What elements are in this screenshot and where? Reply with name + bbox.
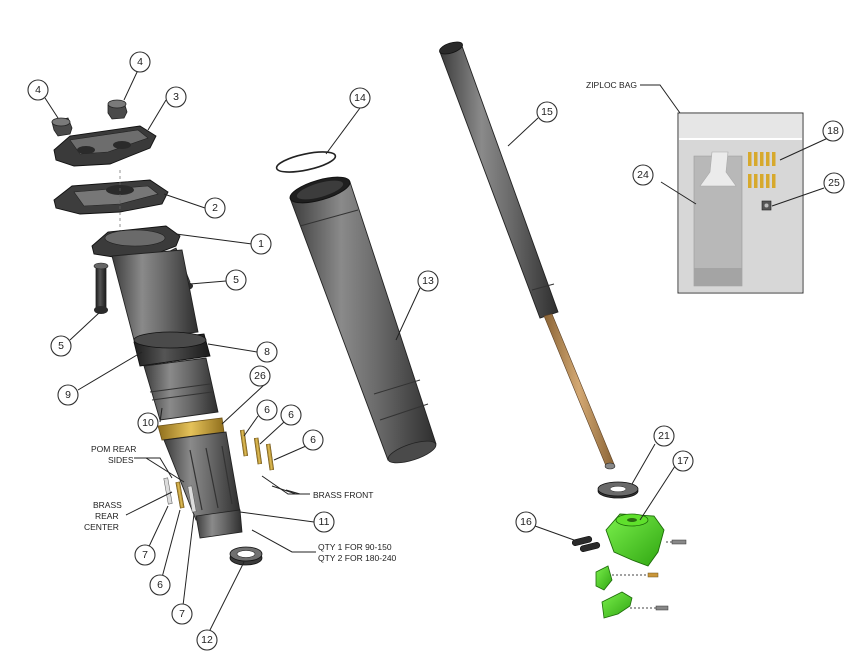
leader-lines bbox=[44, 69, 829, 637]
callout-1: 1 bbox=[250, 233, 272, 255]
part-10-lower-tube bbox=[143, 357, 219, 421]
svg-text:6: 6 bbox=[157, 579, 163, 591]
callout-10: 10 bbox=[137, 412, 159, 434]
note-ziploc-bag: ZIPLOC BAG bbox=[586, 80, 637, 90]
callout-6-d: 6 bbox=[149, 574, 171, 596]
part-4-left-bolt-cap bbox=[51, 117, 73, 137]
callout-21: 21 bbox=[653, 425, 675, 447]
part-16-pins bbox=[571, 536, 601, 552]
svg-text:12: 12 bbox=[201, 634, 213, 646]
callout-7-a: 7 bbox=[134, 544, 156, 566]
callout-26: 26 bbox=[249, 365, 271, 387]
part-8-collar bbox=[133, 331, 211, 367]
svg-text:26: 26 bbox=[254, 370, 266, 382]
part-5-left-bolt bbox=[93, 262, 109, 314]
note-brass-rear-center-1: BRASS bbox=[93, 500, 122, 510]
callout-5-left: 5 bbox=[50, 335, 72, 357]
callout-11: 11 bbox=[313, 511, 335, 533]
svg-text:6: 6 bbox=[310, 434, 316, 446]
callout-16: 16 bbox=[515, 511, 537, 533]
note-qty-2: QTY 2 FOR 180-240 bbox=[318, 553, 397, 563]
brass-front-keys bbox=[239, 429, 275, 471]
svg-text:7: 7 bbox=[179, 608, 185, 620]
svg-text:4: 4 bbox=[137, 56, 143, 68]
svg-text:5: 5 bbox=[58, 340, 64, 352]
note-qty-1: QTY 1 FOR 90-150 bbox=[318, 542, 392, 552]
callout-25: 25 bbox=[823, 172, 845, 194]
part-1-seatpost-head bbox=[91, 225, 181, 259]
callout-2: 2 bbox=[204, 197, 226, 219]
part-4-right-bolt-cap bbox=[107, 99, 128, 120]
part-3-upper-clamp bbox=[53, 125, 157, 167]
callout-5-right: 5 bbox=[225, 269, 247, 291]
upper-post-tube bbox=[111, 249, 199, 341]
svg-text:15: 15 bbox=[541, 106, 553, 118]
callout-12: 12 bbox=[196, 629, 218, 651]
callout-9: 9 bbox=[57, 384, 79, 406]
callout-7-b: 7 bbox=[171, 603, 193, 625]
rear-keys bbox=[163, 477, 197, 513]
callout-6-b: 6 bbox=[280, 404, 302, 426]
svg-text:9: 9 bbox=[65, 389, 71, 401]
part-14-o-ring bbox=[275, 151, 337, 173]
part-11-keyed-shaft bbox=[163, 431, 243, 539]
callout-3: 3 bbox=[165, 86, 187, 108]
callout-24: 24 bbox=[632, 164, 654, 186]
note-pom-rear-sides-1: POM REAR bbox=[91, 444, 136, 454]
green-lever-lower bbox=[601, 591, 633, 619]
part-15-cartridge bbox=[439, 41, 559, 319]
svg-text:2: 2 bbox=[212, 202, 218, 214]
svg-text:10: 10 bbox=[142, 417, 154, 429]
svg-text:3: 3 bbox=[173, 91, 179, 103]
note-brass-rear-center-3: CENTER bbox=[84, 522, 119, 532]
svg-text:16: 16 bbox=[520, 516, 532, 528]
green-lever-upper bbox=[595, 565, 613, 591]
svg-text:13: 13 bbox=[422, 275, 434, 287]
svg-text:6: 6 bbox=[288, 409, 294, 421]
part-2-lower-clamp bbox=[53, 179, 169, 215]
callout-4-right: 4 bbox=[129, 51, 151, 73]
part-25-set-screw bbox=[761, 200, 772, 211]
svg-text:6: 6 bbox=[264, 404, 270, 416]
svg-text:11: 11 bbox=[319, 516, 330, 528]
svg-text:5: 5 bbox=[233, 274, 239, 286]
cartridge-shaft bbox=[543, 313, 616, 470]
part-24-grease-packet bbox=[693, 151, 743, 287]
callout-17: 17 bbox=[672, 450, 694, 472]
callout-18: 18 bbox=[822, 120, 844, 142]
svg-text:18: 18 bbox=[827, 125, 839, 137]
note-pom-rear-sides-2: SIDES bbox=[108, 455, 134, 465]
svg-text:14: 14 bbox=[354, 92, 366, 104]
part-18-small-keys bbox=[748, 152, 776, 188]
svg-text:17: 17 bbox=[677, 455, 689, 467]
svg-text:4: 4 bbox=[35, 84, 41, 96]
part-13-outer-tube bbox=[289, 176, 437, 464]
callout-13: 13 bbox=[417, 270, 439, 292]
part-21-washer bbox=[597, 481, 639, 499]
callout-6-a: 6 bbox=[256, 399, 278, 421]
svg-text:8: 8 bbox=[264, 346, 270, 358]
note-brass-rear-center-2: REAR bbox=[95, 511, 119, 521]
part-12-end-ring bbox=[229, 546, 263, 566]
svg-text:21: 21 bbox=[658, 430, 670, 442]
ziploc-bag bbox=[677, 112, 804, 294]
svg-text:24: 24 bbox=[637, 169, 649, 181]
callout-15: 15 bbox=[536, 101, 558, 123]
svg-text:7: 7 bbox=[142, 549, 148, 561]
callout-14: 14 bbox=[349, 87, 371, 109]
callout-4-left: 4 bbox=[27, 79, 49, 101]
callout-6-c: 6 bbox=[302, 429, 324, 451]
part-17-green-actuator bbox=[605, 513, 665, 567]
svg-text:25: 25 bbox=[828, 177, 840, 189]
callout-8: 8 bbox=[256, 341, 278, 363]
note-brass-front: BRASS FRONT bbox=[313, 490, 373, 500]
svg-text:1: 1 bbox=[258, 238, 264, 250]
